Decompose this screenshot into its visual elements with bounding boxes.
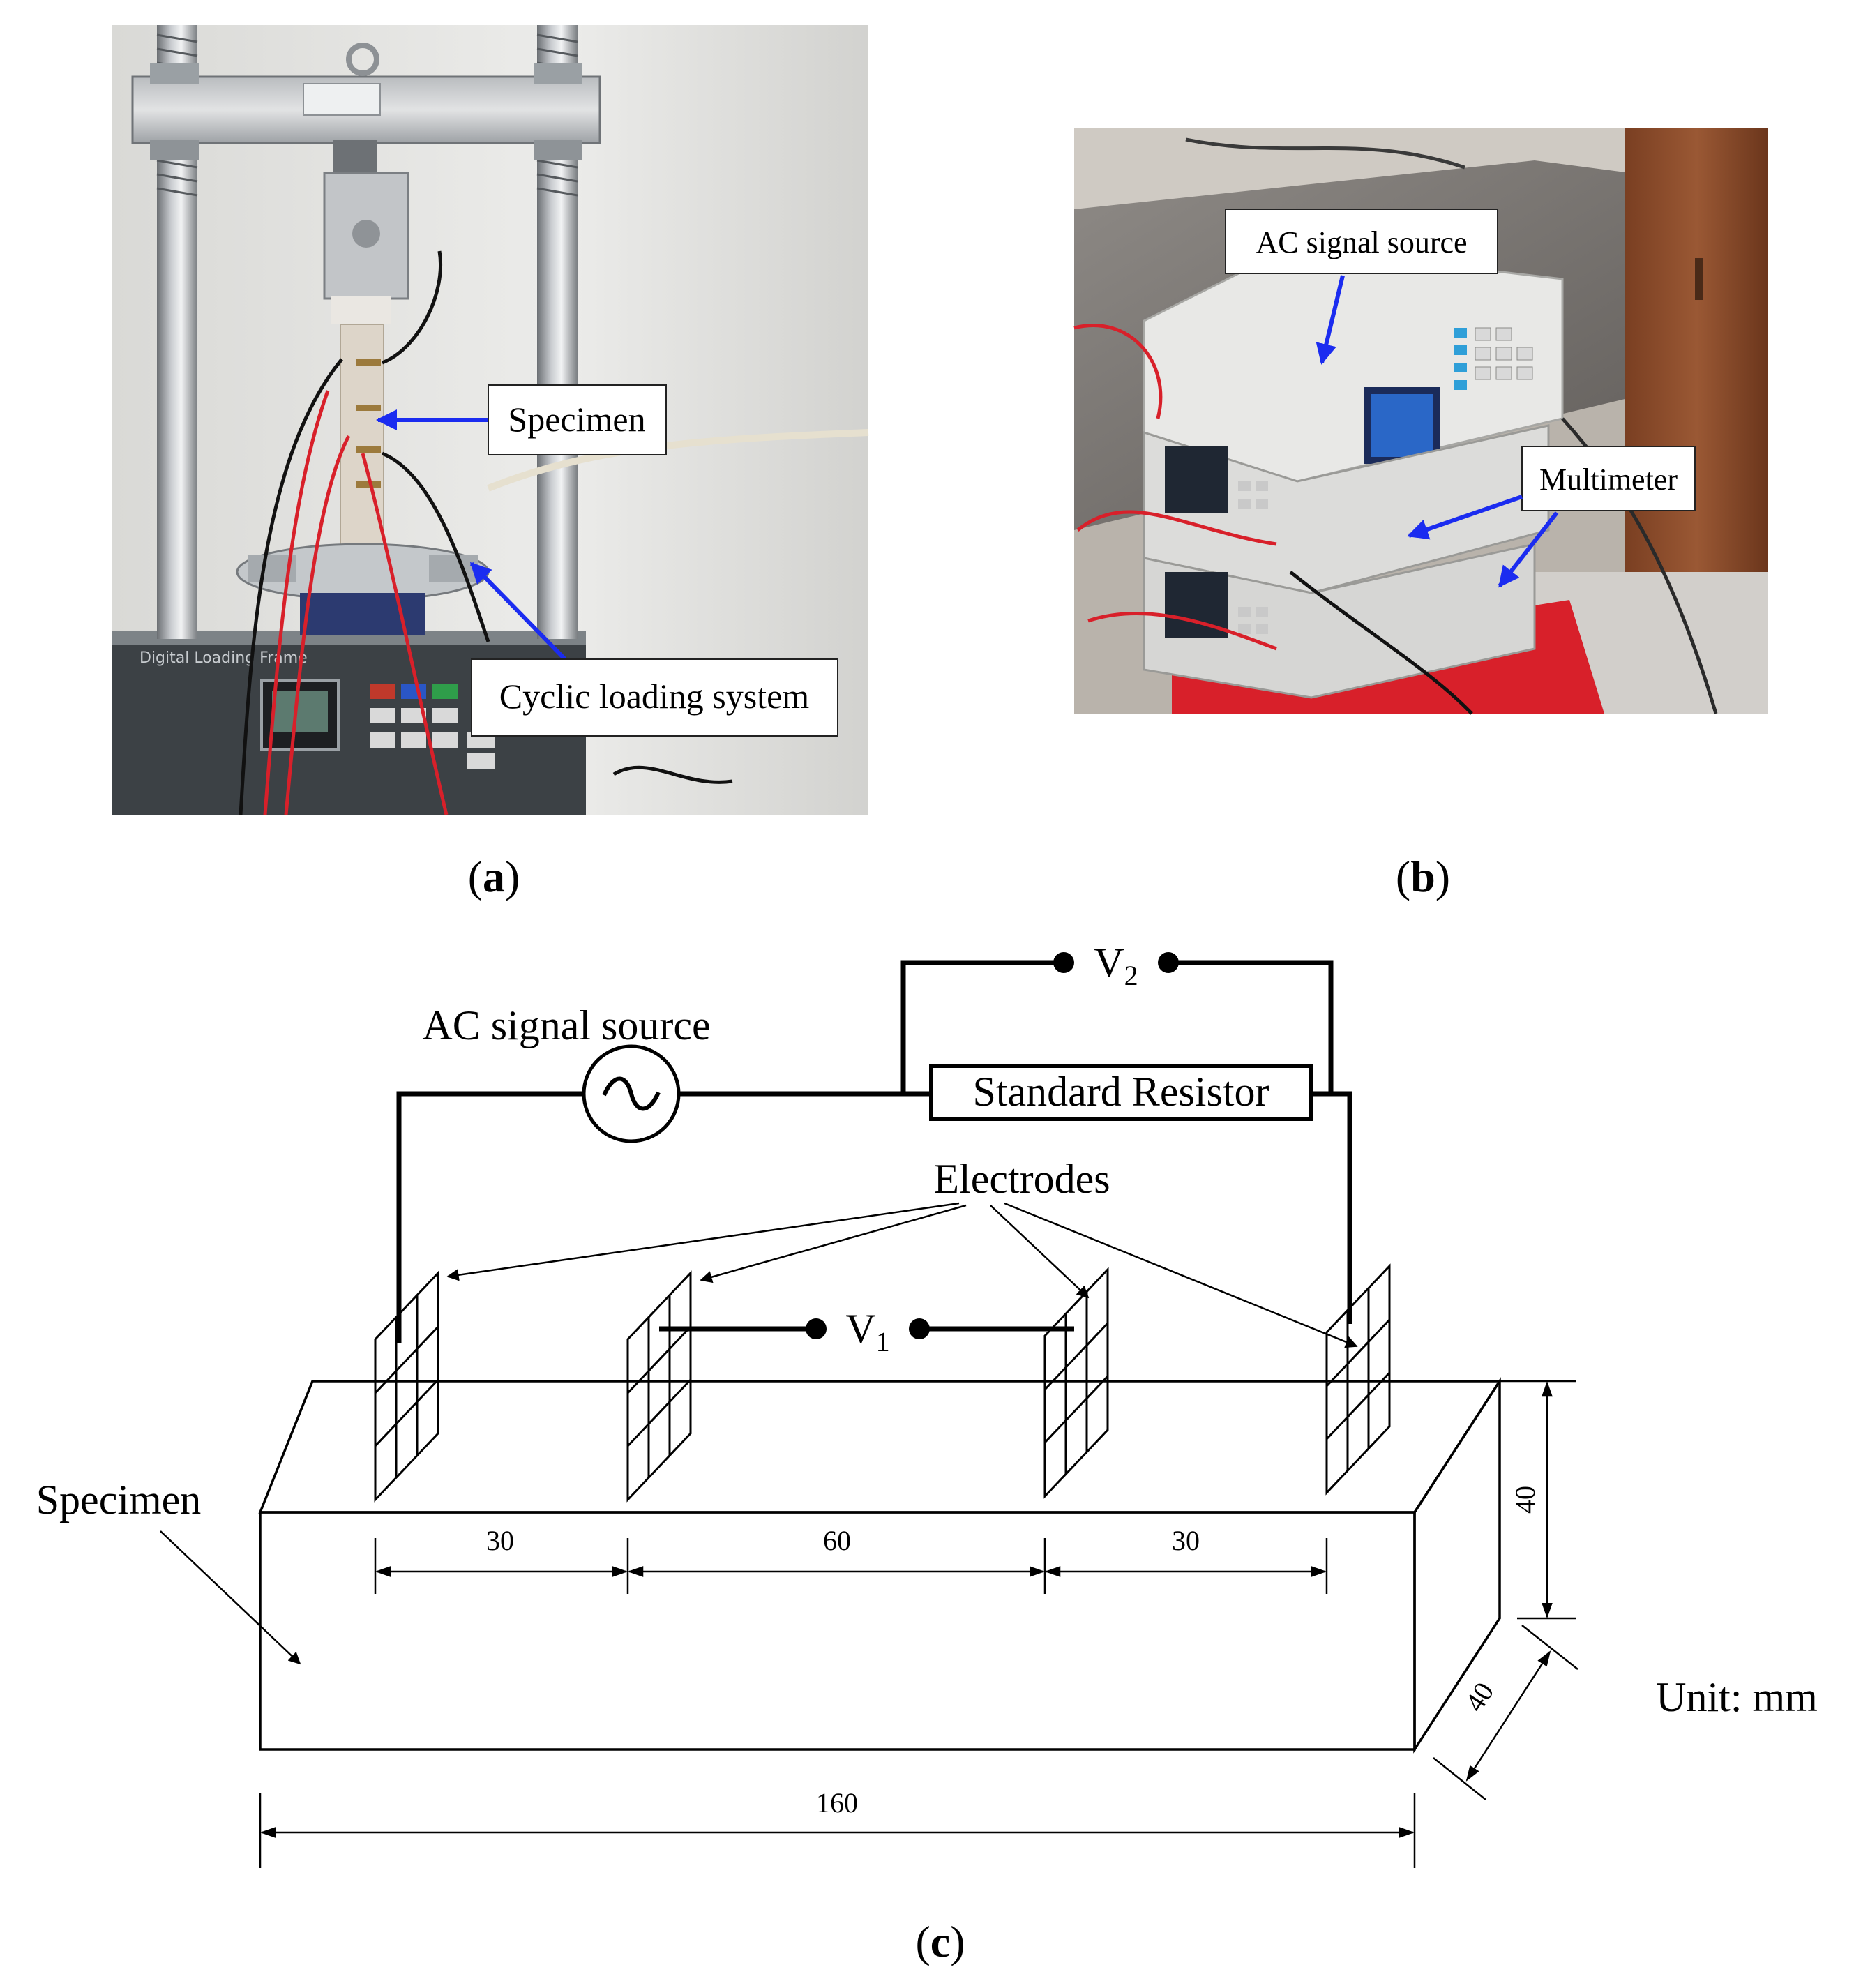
dim-spacing-right-value: 30 [1172,1525,1200,1556]
specimen-block-side [1413,1377,1501,1754]
loading-frame-plate-text: Digital Loading Frame [140,649,308,667]
standard-resistor-box [929,1064,1313,1121]
electrodes-label: Electrodes [933,1156,1110,1202]
standard-resistor-label: Standard Resistor [973,1069,1269,1115]
specimen-photo-label: Specimen [508,400,645,439]
specimen-leader [160,1530,301,1665]
ac-source-symbol [582,1044,681,1143]
electrode-4 [1325,1263,1391,1496]
v1-terminal-right [909,1318,930,1339]
circuit-wire-left [396,1091,582,1343]
loading-system-label: Cyclic loading system [499,677,809,716]
multimeter-photo-label: Multimeter [1539,462,1678,497]
v2-terminal-left [1053,952,1074,973]
v2-wire-right [1168,960,1334,1094]
v1-label: V1 [845,1306,889,1357]
dim-spacing-left-value: 30 [486,1525,514,1556]
panel-b-photo [1073,128,1768,715]
ac-source-photo-label: AC signal source [1256,225,1467,259]
terminals [806,952,1179,1339]
v2-label: V2 [1094,940,1138,991]
unit-label: Unit: mm [1656,1674,1818,1720]
dim-depth [1465,1650,1551,1782]
dim-height-value: 40 [1509,1486,1541,1514]
dim-length-value: 160 [816,1787,858,1818]
caption-c: (c) [915,1917,965,1966]
specimen-label: Specimen [36,1477,202,1523]
dim-depth-value: 40 [1459,1677,1500,1717]
v1-terminal-left [806,1318,827,1339]
electrode-1 [374,1270,439,1503]
blue-cloth [300,593,425,635]
dim-spacing-middle-value: 60 [823,1525,851,1556]
caption-a: (a) [468,852,520,901]
multimeter-lower [1143,543,1536,699]
specimen-block-top [258,1380,1502,1514]
sine-glyph [602,1076,661,1111]
v2-terminal-right [1158,952,1179,973]
electrode-2 [626,1270,692,1503]
caption-b: (b) [1396,852,1450,901]
dimension-lines [259,1380,1578,1868]
circuit-wire-right [1311,1091,1352,1324]
v2-wire-left [900,960,1064,1094]
ac-source-label: AC signal source [422,1002,710,1048]
panel-a-callouts: Specimen Cyclic loading system [376,384,838,737]
panel-b-callouts: AC signal source Multimeter [1225,209,1696,588]
electrode-3 [1043,1267,1109,1499]
electrode-leaders [446,1202,1358,1348]
